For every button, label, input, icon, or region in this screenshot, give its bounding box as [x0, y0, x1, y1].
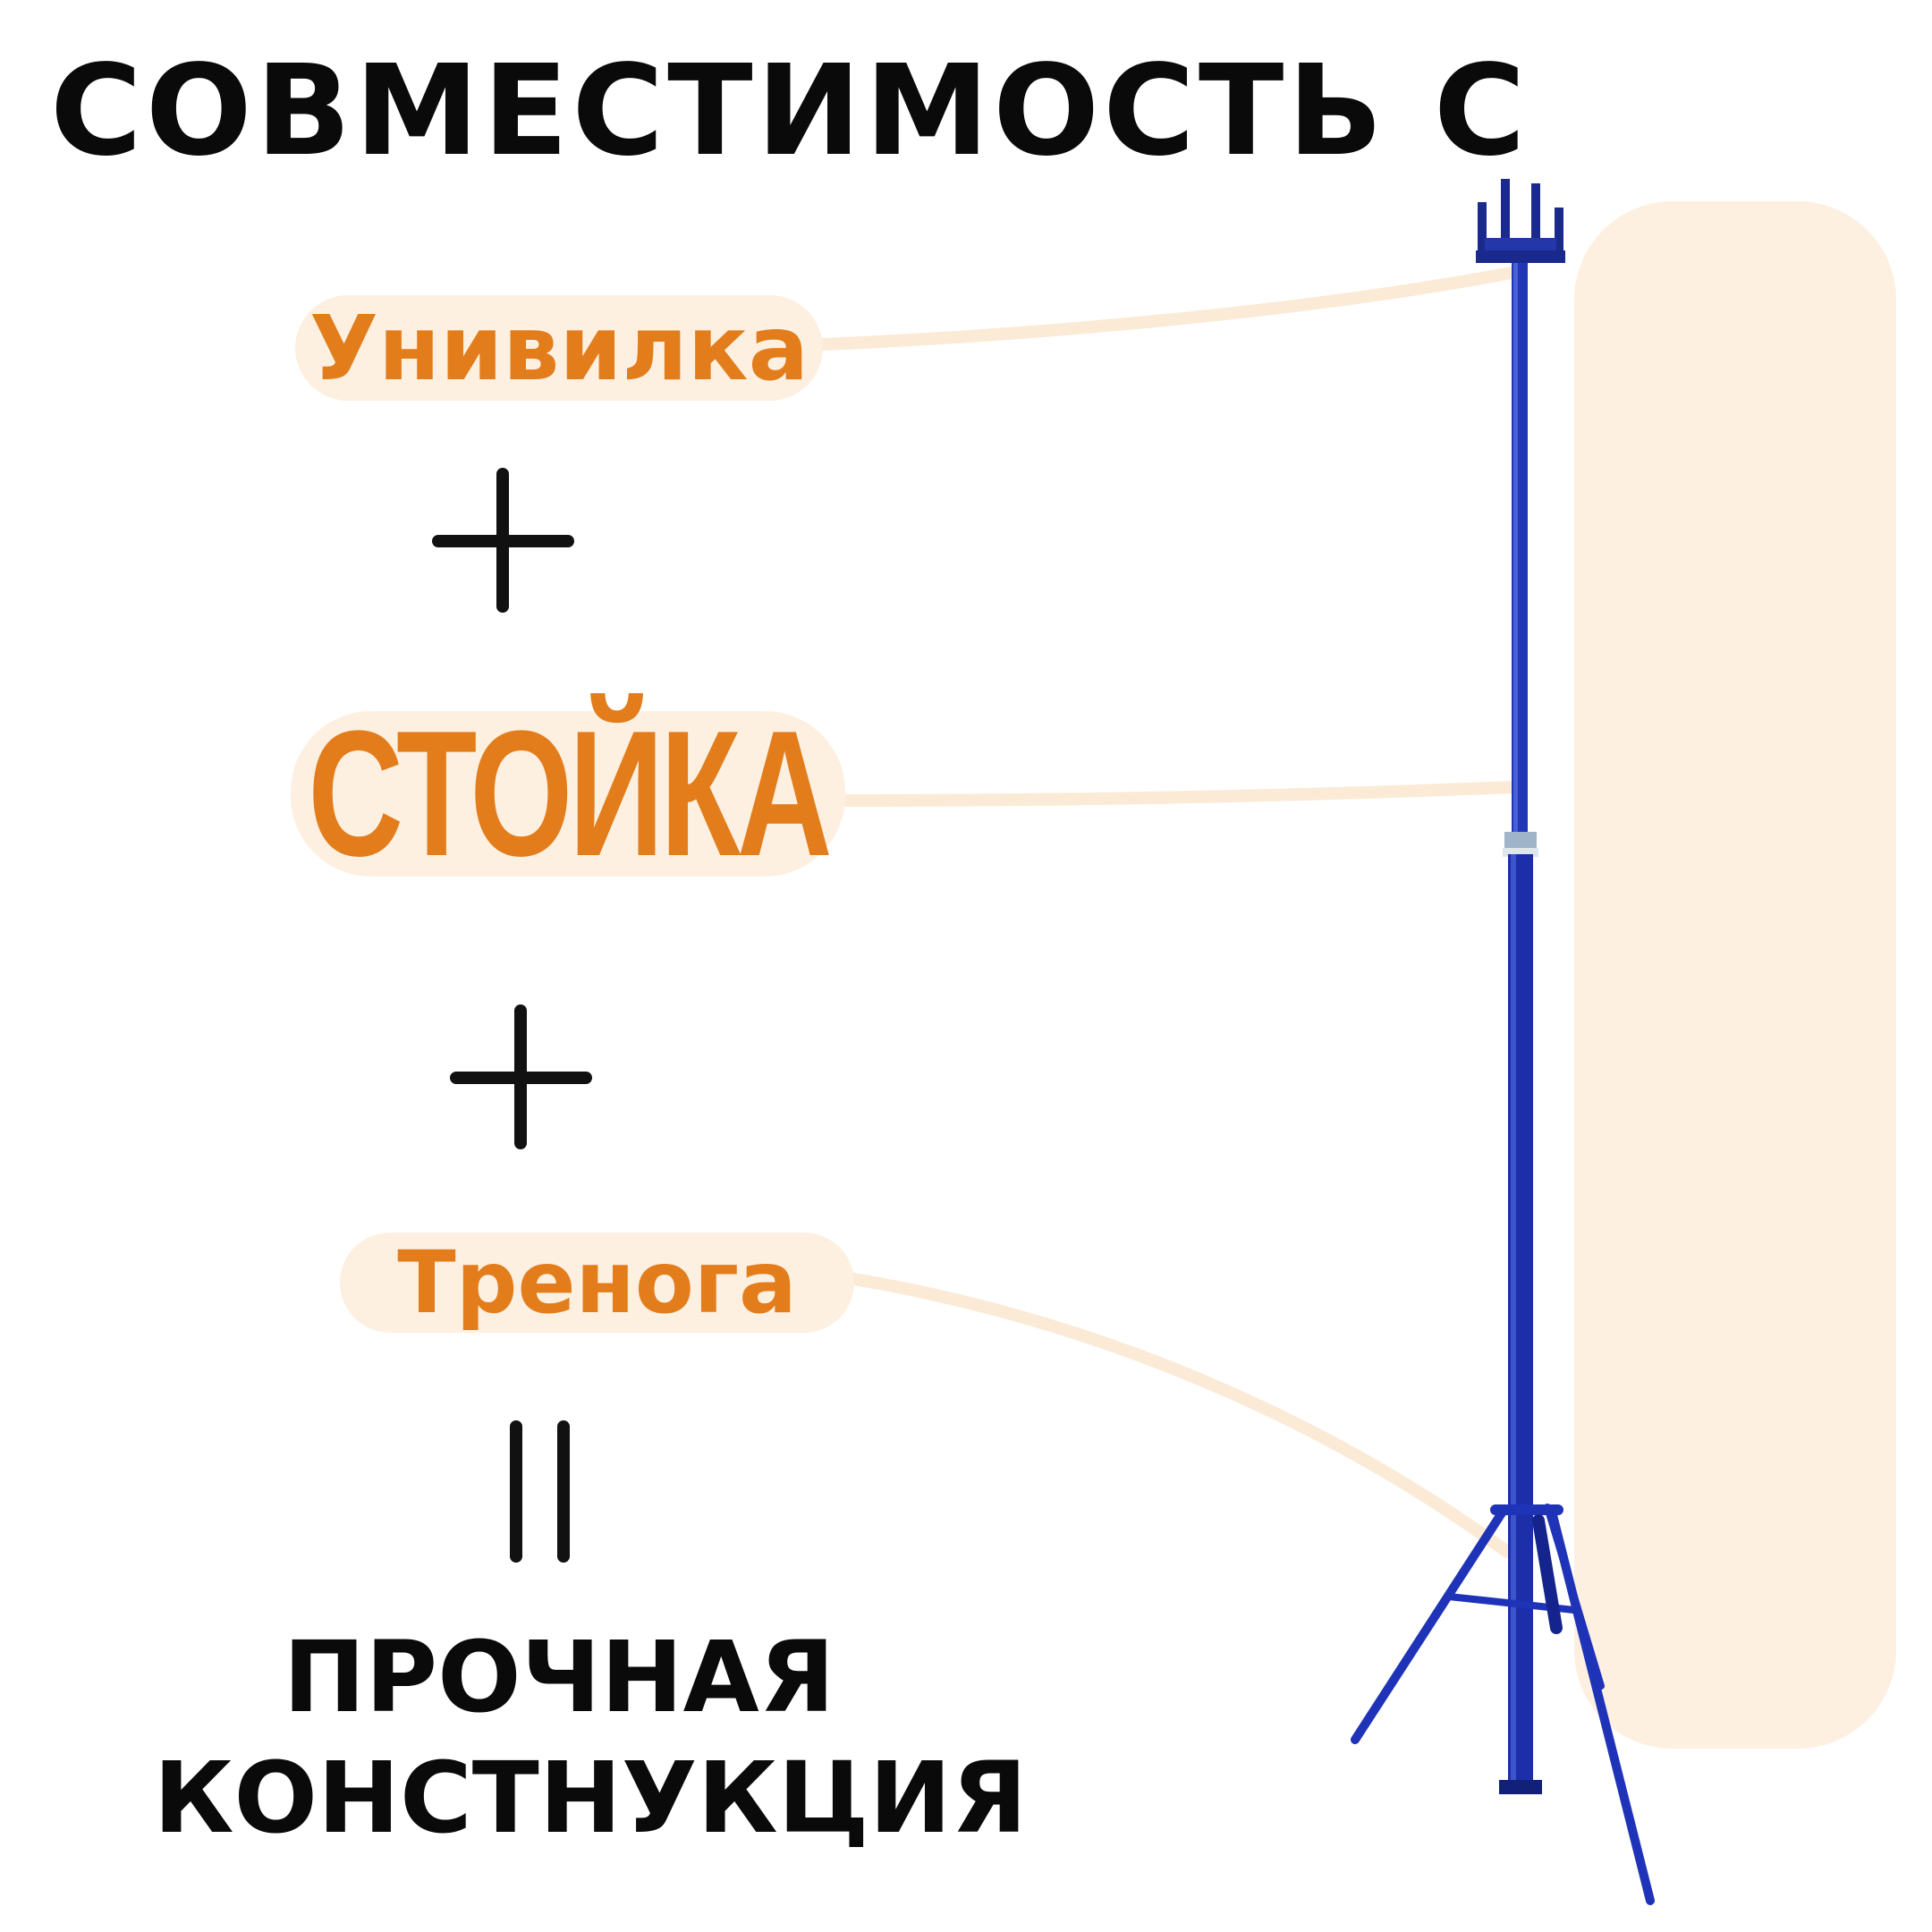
- fork-head: [1476, 179, 1565, 263]
- background-panel: [1574, 201, 1896, 1749]
- plus-icon: [450, 1004, 592, 1149]
- univilka-text: Унивилка: [309, 295, 809, 401]
- plus-icon: [432, 468, 574, 613]
- result-line-2: КОНСТНУКЦИЯ: [153, 1741, 1028, 1855]
- connector-stoyka: [839, 781, 1518, 807]
- prop-illustration: [1351, 179, 1655, 1905]
- component-label-trenoga: Тренога: [340, 1233, 854, 1333]
- connector-trenoga: [848, 1273, 1513, 1558]
- base-plate: [1499, 1780, 1542, 1794]
- page-title: СОВМЕСТИМОСТЬ С: [50, 38, 1530, 184]
- equals-icon: [510, 1420, 570, 1563]
- component-label-stoyka: СТОЙКА: [291, 694, 845, 894]
- connector-univilka: [817, 267, 1518, 351]
- stoyka-text: СТОЙКА: [308, 693, 832, 894]
- component-label-univilka: Унивилка: [295, 295, 823, 401]
- result-line-1: ПРОЧНАЯ: [283, 1620, 835, 1734]
- tripod: [1351, 1504, 1655, 1905]
- trenoga-text: Тренога: [397, 1233, 797, 1333]
